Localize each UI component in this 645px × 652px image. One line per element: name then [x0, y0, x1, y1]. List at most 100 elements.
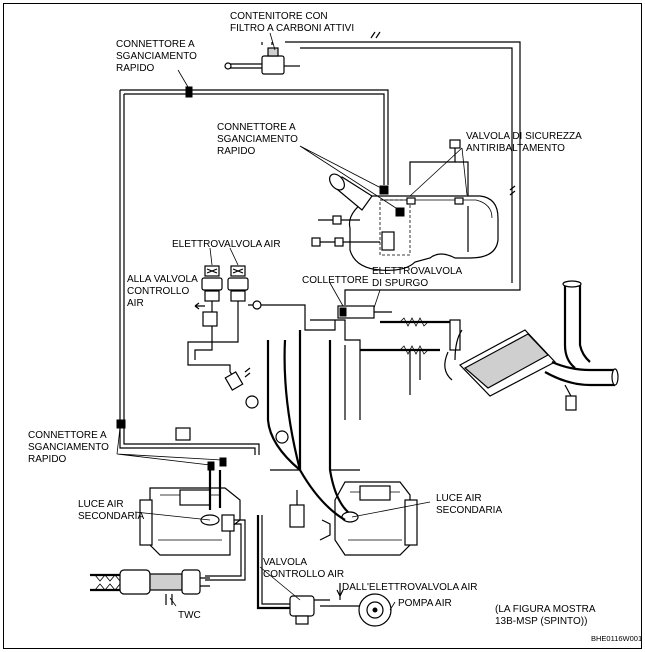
leader-manifold [329, 282, 344, 307]
line-break-marks [244, 31, 516, 378]
label-to-air-control-1: ALLA VALVOLA [127, 274, 198, 285]
label-qc-top-3: RAPIDO [116, 63, 155, 74]
air-supply-hose-2 [283, 339, 302, 471]
label-rollover-2: ANTIRIBALTAMENTO [466, 143, 565, 154]
rollover-valve-2 [454, 197, 464, 205]
break-mark-2 [509, 185, 516, 196]
tank-fitting-3 [311, 237, 321, 247]
air-supply-hose [266, 340, 301, 471]
label-qc-top-1: CONNETTORE A [116, 39, 195, 50]
quick-connector-left [116, 419, 126, 429]
air-control-valve-base [295, 615, 309, 625]
air-control-vacuum-b [194, 326, 213, 360]
tank-fitting-1 [332, 215, 342, 225]
label-canister-1: CONTENITORE CON [230, 11, 328, 22]
arrow-from-solenoid [336, 589, 344, 598]
fuel-line-bottom-inner [123, 425, 260, 455]
leader-air-port-left [134, 511, 211, 521]
tank-connector-1 [379, 185, 389, 195]
exhaust-pipe-inlet [90, 573, 120, 592]
leader-air-pump [389, 601, 396, 611]
label-qc-mid-1: CONNETTORE A [217, 122, 296, 133]
leader-air-port-right [351, 501, 431, 518]
label-qc-mid-3: RAPIDO [217, 146, 256, 157]
tank-fitting-2 [334, 237, 344, 247]
leader-qc-top [177, 69, 189, 88]
exhaust-air-pipe [205, 519, 246, 581]
air-cleaner [444, 280, 619, 411]
label-qc-top-2: SGANCIAMENTO [116, 51, 197, 62]
fuel-pump [381, 231, 395, 251]
label-air-port-left-1: LUCE AIR [78, 499, 124, 510]
rollover-valve-top [449, 139, 461, 149]
fuel-line-bottom [119, 425, 256, 455]
label-air-solenoid: ELETTROVALVOLA AIR [172, 239, 281, 250]
air-intake-snorkel-lower [544, 360, 615, 387]
labels: CONTENITORE CON FILTRO A CARBONI ATTIVI … [28, 11, 642, 643]
air-solenoid-2-base [230, 290, 246, 302]
canister-body [261, 55, 285, 75]
intake-bellows-2 [399, 345, 429, 355]
label-air-pump: POMPA AIR [398, 598, 452, 609]
leader-lines [116, 32, 468, 611]
air-solenoid-valves [194, 265, 249, 327]
leader-rollover [409, 147, 468, 197]
quick-connector-lower-2 [219, 457, 227, 467]
exhaust-flex [94, 574, 121, 591]
snorkel-side-opening [611, 368, 619, 386]
figure-code: BHE0116W001 [591, 634, 642, 643]
purge-line-top [285, 41, 521, 305]
air-solenoid-1-x [206, 268, 218, 274]
leader-qc-left [116, 427, 223, 466]
twc-body [149, 573, 183, 591]
rollover-valve-1 [406, 197, 416, 205]
air-valve-connections [314, 599, 360, 607]
check-valve-left [245, 395, 259, 409]
label-to-air-control-2: CONTROLLO [127, 286, 189, 297]
manifold-vacuum-line [248, 304, 336, 331]
label-to-air-control-3: AIR [127, 298, 144, 309]
label-rollover-1: VALVOLA DI SICUREZZA [466, 131, 582, 142]
manifold-fitting [252, 300, 262, 310]
label-purge-2: DI SPURGO [372, 278, 428, 289]
fuel-tank-body [348, 195, 499, 271]
canister-neck [261, 42, 273, 45]
air-control-valve-body [289, 595, 315, 617]
pre-catalyst [119, 569, 151, 595]
air-pump-line [256, 515, 290, 610]
throttle-body [449, 319, 461, 351]
intake-air-sensor [565, 395, 577, 411]
left-air-injector [221, 514, 235, 532]
exhaust-system [90, 569, 210, 605]
right-clip [319, 519, 331, 541]
label-qc-left-3: RAPIDO [28, 454, 67, 465]
leader-twc [169, 597, 177, 607]
leader-air-control [259, 566, 301, 601]
purge-solenoid [337, 305, 392, 319]
left-air-supply-pipes [208, 470, 222, 510]
purge-solenoid-connector [339, 307, 347, 317]
evap-lines [119, 41, 521, 455]
fuel-tank [311, 139, 499, 271]
diagram-frame [3, 3, 642, 649]
charcoal-canister [224, 47, 300, 75]
leader-canister [269, 32, 276, 51]
collector-line [310, 319, 361, 420]
left-end-plate [139, 499, 153, 546]
canister-cap [267, 47, 279, 57]
air-solenoid-2-body [227, 277, 249, 291]
right-end-plate [404, 499, 418, 546]
label-air-control-1: VALVOLA [263, 557, 307, 568]
right-air-supply-pipes [299, 469, 349, 521]
break-mark-1 [370, 31, 381, 39]
label-purge-1: ELETTROVALVOLA [372, 266, 463, 277]
leader-qc-mid [299, 145, 400, 211]
break-mark-3 [244, 367, 251, 378]
air-solenoid-1-base [204, 290, 220, 302]
fuel-line-top-inner [124, 93, 385, 185]
label-twc: TWC [178, 610, 201, 621]
label-air-port-right-1: LUCE AIR [436, 493, 482, 504]
intake-bellows-1 [399, 317, 429, 327]
air-solenoid-outlets [211, 301, 239, 318]
leader-air-solenoid [209, 247, 239, 266]
